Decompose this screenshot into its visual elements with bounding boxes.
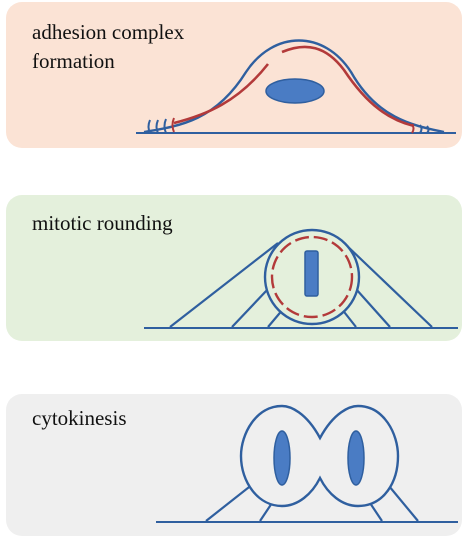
cytokinesis-panel: cytokinesis [6, 394, 462, 536]
cell-rounded-diagram [6, 195, 462, 341]
daughter-nucleus-left [274, 431, 290, 485]
chromosomes [305, 251, 318, 296]
retraction-fibre [356, 289, 390, 327]
daughter-nucleus-right [348, 431, 364, 485]
cell-dividing-diagram [6, 394, 462, 536]
adhesion-right-red [412, 124, 414, 133]
cell-spread-diagram [6, 2, 462, 148]
retraction-fibre [232, 289, 268, 327]
retraction-fibre [170, 243, 278, 327]
actin-cortex-left [174, 64, 268, 123]
nucleus [266, 79, 324, 103]
mitotic-rounding-panel: mitotic rounding [6, 195, 462, 341]
dividing-cell [241, 406, 398, 506]
adhesion-complex-panel: adhesion complex formation [6, 2, 462, 148]
